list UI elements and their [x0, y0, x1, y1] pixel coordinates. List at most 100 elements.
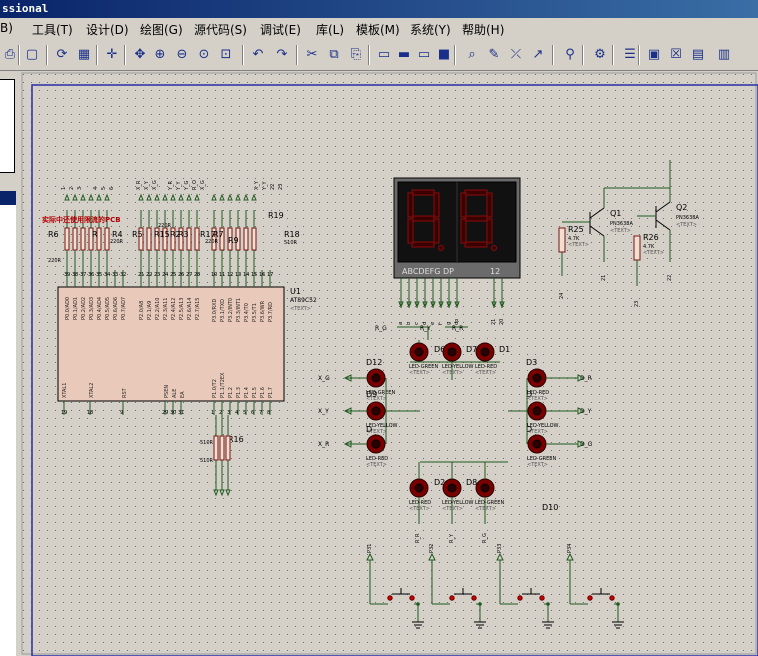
pin-number: 39 — [64, 272, 70, 278]
pick-device-icon[interactable]: ⌕ — [468, 46, 476, 62]
undo-icon[interactable]: ↶ — [252, 46, 264, 62]
left-panel — [0, 71, 20, 656]
paste-icon[interactable]: ⎘ — [350, 46, 362, 62]
pin-number: 9 — [120, 410, 123, 416]
pin-number: 1 — [211, 410, 214, 416]
resistor — [194, 227, 200, 251]
menu-item-1[interactable]: 工具(T) — [32, 23, 73, 37]
led-label: LED-GREEN — [527, 456, 556, 462]
property-tool-icon[interactable]: ⚙ — [594, 46, 606, 62]
button-pin — [539, 595, 545, 601]
mcu-pin-label: P0.0/AD0 — [65, 297, 71, 320]
net-arrow — [438, 301, 444, 309]
window-title: ssional — [2, 2, 49, 15]
net-arrow — [194, 193, 200, 201]
copy-icon[interactable]: ⧉ — [329, 46, 339, 62]
mcu-pin-label: P2.6/A14 — [187, 298, 193, 320]
zoom-area-icon[interactable]: ⊡ — [220, 46, 232, 62]
cut-icon[interactable]: ✂ — [306, 46, 318, 62]
remove-sheet-icon[interactable]: ☒ — [670, 46, 682, 62]
refresh-icon[interactable]: ⟳ — [56, 46, 68, 62]
net-arrow — [446, 301, 452, 309]
menu-item-0[interactable]: B) — [0, 21, 13, 35]
menu-item-9[interactable]: 帮助(H) — [462, 23, 505, 37]
decompose-icon[interactable]: ⤫ — [510, 46, 522, 62]
mcu-pin-label: P2.4/A12 — [171, 298, 177, 320]
mcu-body — [57, 286, 285, 402]
led-ref: D — [366, 425, 372, 434]
page-icon[interactable]: ▢ — [25, 46, 39, 62]
pan-icon[interactable]: ✥ — [134, 46, 146, 62]
block-move-icon[interactable]: ▬ — [397, 46, 411, 62]
make-device-icon[interactable]: ✎ — [488, 46, 500, 62]
grid-icon[interactable]: ▦ — [77, 46, 91, 62]
pin-number: 36 — [88, 272, 94, 278]
mcu-pin-label: P2.2/A10 — [155, 298, 161, 320]
menu-item-3[interactable]: 绘图(G) — [140, 23, 183, 37]
menu-item-5[interactable]: 调试(E) — [260, 23, 301, 37]
resistor-value: 4.7K — [568, 236, 580, 242]
pin-number: 6 — [251, 410, 254, 416]
net-arrow — [499, 301, 505, 309]
net-arrow — [219, 193, 225, 201]
netlist-icon[interactable]: ▤ — [691, 46, 705, 62]
net-label: 1 — [61, 187, 67, 190]
resistor-text: <TEXT> — [568, 242, 589, 248]
net-arrow — [64, 193, 70, 201]
origin-icon[interactable]: ✛ — [106, 46, 118, 62]
junction — [416, 602, 420, 606]
net-label: R_R — [415, 533, 421, 543]
bom-icon[interactable]: ▥ — [717, 46, 731, 62]
resistor-ref: R5 — [132, 230, 143, 239]
led-text: <TEXT> — [409, 370, 430, 376]
button-pin — [409, 595, 415, 601]
device-list[interactable] — [0, 205, 16, 656]
mcu-pin-label: ALE — [172, 389, 178, 398]
device-list-selection[interactable] — [0, 191, 16, 205]
net-label: 22 — [667, 275, 673, 281]
wire-autoroute-icon[interactable]: ↗ — [532, 46, 544, 62]
design-explorer-icon[interactable]: ☰ — [624, 46, 636, 62]
segment — [464, 241, 488, 248]
toolbar-separator — [124, 45, 126, 65]
net-label: Y_G — [184, 180, 190, 191]
pin-number: 3 — [227, 410, 230, 416]
led-text: <TEXT> — [366, 396, 387, 402]
net-label: 2 — [69, 187, 75, 190]
overview-window[interactable] — [0, 79, 15, 173]
resistor-ref: R3 — [178, 230, 189, 239]
net-arrow — [213, 489, 219, 497]
net-label: R_G — [482, 533, 488, 543]
net-arrow — [251, 193, 257, 201]
block-delete-icon[interactable]: ■ — [437, 46, 451, 62]
print-icon[interactable]: ⎙ — [4, 46, 16, 62]
block-rotate-icon[interactable]: ▭ — [417, 46, 431, 62]
toolbar-separator — [96, 45, 98, 65]
net-arrow — [414, 301, 420, 309]
search-icon[interactable]: ⚲ — [565, 46, 575, 62]
menu-item-2[interactable]: 设计(D) — [86, 23, 129, 37]
transistor-part: PN3638A — [676, 215, 699, 221]
segment — [486, 192, 493, 218]
net-arrow — [428, 552, 436, 561]
zoom-out-icon[interactable]: ⊖ — [176, 46, 188, 62]
pin-number: 17 — [267, 272, 273, 278]
net-arrow — [243, 193, 249, 201]
zoom-in-icon[interactable]: ⊕ — [154, 46, 166, 62]
toolbar-separator — [46, 45, 48, 65]
zoom-all-icon[interactable]: ⊙ — [198, 46, 210, 62]
redo-icon[interactable]: ↷ — [276, 46, 288, 62]
menu-item-6[interactable]: 库(L) — [316, 23, 345, 37]
mcu-pin-label: P1.6 — [260, 387, 266, 398]
menu-item-4[interactable]: 源代码(S) — [194, 23, 247, 37]
new-sheet-icon[interactable]: ▣ — [647, 46, 661, 62]
resistor-value: 510R — [284, 240, 298, 246]
menu-item-7[interactable]: 模板(M) — [356, 23, 400, 37]
led-ref: D8 — [466, 478, 477, 487]
button-pin — [471, 595, 477, 601]
block-copy-icon[interactable]: ▭ — [377, 46, 391, 62]
menu-item-8[interactable]: 系统(Y) — [410, 23, 451, 37]
pin-number: 5 — [243, 410, 246, 416]
